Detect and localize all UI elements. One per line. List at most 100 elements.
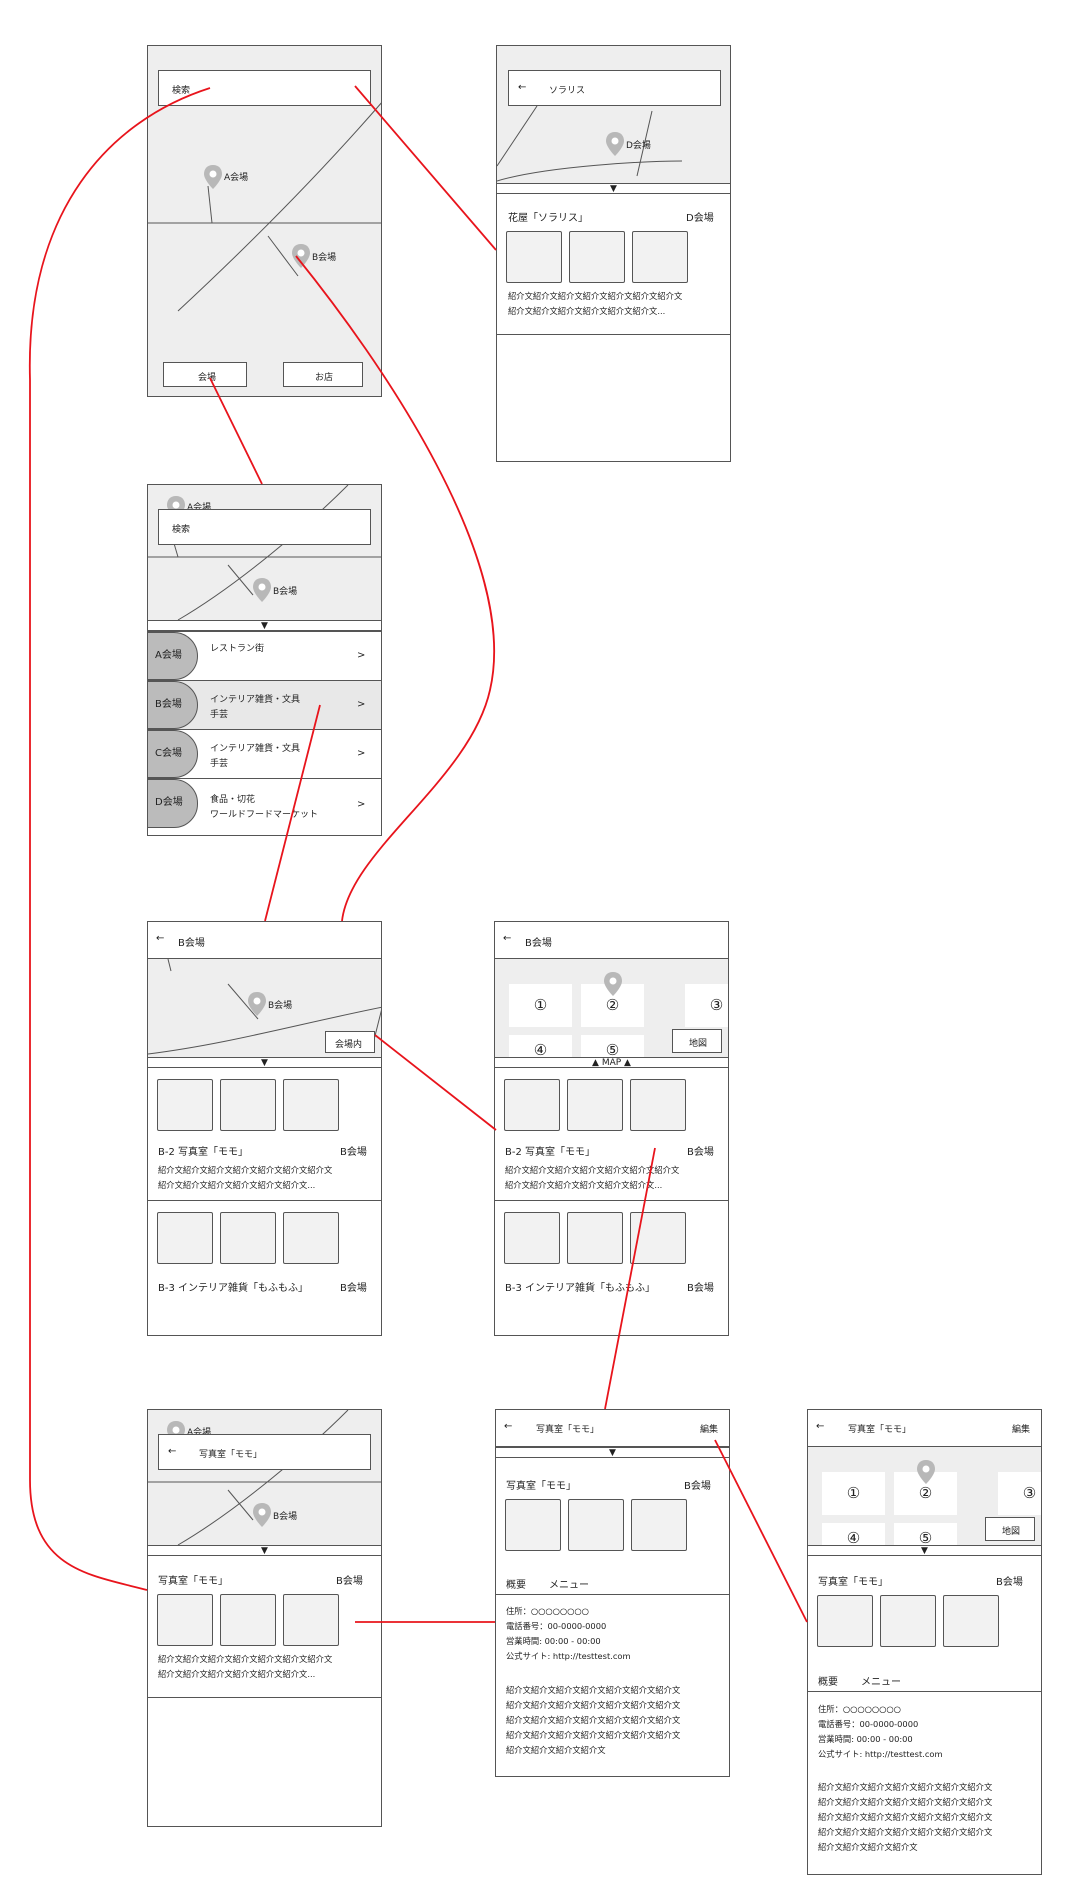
header: ← B会場 bbox=[495, 922, 728, 959]
header-title: ソラリス bbox=[549, 86, 586, 96]
map-roads bbox=[497, 105, 683, 182]
photo-thumbnail[interactable] bbox=[220, 1594, 276, 1646]
venue-inside-button[interactable]: 会場内 bbox=[325, 1031, 375, 1053]
photo-thumbnail[interactable] bbox=[817, 1595, 873, 1647]
list-item-venue-c[interactable]: C会場 インテリア雑貨・文具 手芸 > bbox=[148, 729, 381, 778]
divider bbox=[148, 1200, 381, 1201]
collapse-arrow-bar[interactable]: ▼ bbox=[148, 1545, 381, 1556]
shop-description: 紹介文紹介文紹介文紹介文紹介文紹介文紹介文 bbox=[508, 291, 683, 301]
list-item-venue-d[interactable]: D会場 食品・切花 ワールドフードマーケット > bbox=[148, 778, 381, 835]
back-icon[interactable]: ← bbox=[168, 1446, 177, 1457]
photo-thumbnail[interactable] bbox=[630, 1212, 686, 1264]
website-link[interactable]: 公式サイト: http://testtest.com bbox=[818, 1749, 943, 1759]
header-search-bar[interactable]: ← ソラリス bbox=[508, 70, 721, 106]
pin-label-b: B会場 bbox=[268, 1001, 293, 1011]
long-description: 紹介文紹介文紹介文紹介文紹介文紹介文紹介文 bbox=[818, 1797, 993, 1807]
photo-thumbnail[interactable] bbox=[157, 1079, 213, 1131]
long-description: 紹介文紹介文紹介文紹介文紹介文紹介文紹介文 bbox=[818, 1827, 993, 1837]
photo-thumbnail[interactable] bbox=[630, 1079, 686, 1131]
phone-text: 電話番号：00-0000-0000 bbox=[818, 1719, 919, 1729]
photo-thumbnail[interactable] bbox=[283, 1594, 339, 1646]
photo-thumbnail[interactable] bbox=[220, 1212, 276, 1264]
search-placeholder: 検索 bbox=[172, 525, 191, 535]
photo-thumbnail[interactable] bbox=[632, 231, 688, 283]
shop-button[interactable]: お店 bbox=[283, 362, 363, 387]
photo-thumbnail[interactable] bbox=[283, 1079, 339, 1131]
tab-menu[interactable]: メニュー bbox=[549, 1580, 589, 1591]
item-venue: B会場 bbox=[687, 1147, 714, 1158]
floor-cell[interactable]: ④ bbox=[509, 1035, 572, 1058]
back-icon[interactable]: ← bbox=[504, 1421, 513, 1432]
photo-thumbnail[interactable] bbox=[569, 231, 625, 283]
photo-thumbnail[interactable] bbox=[506, 231, 562, 283]
pin-label-b: B会場 bbox=[312, 253, 337, 263]
item-name: B-3 インテリア雑貨「もふもふ」 bbox=[505, 1283, 656, 1294]
venue-tag: B会場 bbox=[148, 681, 198, 729]
search-input[interactable]: 検索 bbox=[158, 70, 371, 106]
back-icon[interactable]: ← bbox=[503, 933, 512, 944]
list-item-venue-b[interactable]: B会場 インテリア雑貨・文具 手芸 > bbox=[148, 680, 381, 729]
list-item-venue-a[interactable]: A会場 レストラン街 > bbox=[148, 631, 381, 680]
tab-menu[interactable]: メニュー bbox=[861, 1677, 901, 1688]
floor-cell[interactable]: ④ bbox=[822, 1523, 885, 1546]
long-description: 紹介文紹介文紹介文紹介文紹介文紹介文紹介文 bbox=[506, 1730, 681, 1740]
address-text: 住所：○○○○○○○○ bbox=[818, 1704, 901, 1714]
chevron-right-icon: > bbox=[357, 650, 366, 661]
map-area[interactable] bbox=[497, 46, 730, 184]
shop-venue: B会場 bbox=[996, 1577, 1023, 1588]
screen-venue-list: A会場 検索 B会場 ▼ A会場 レストラン街 > B会場 インテリア雑貨・文具… bbox=[147, 484, 382, 836]
photo-thumbnail[interactable] bbox=[631, 1499, 687, 1551]
photo-thumbnail[interactable] bbox=[943, 1595, 999, 1647]
divider bbox=[497, 334, 730, 335]
back-icon[interactable]: ← bbox=[816, 1421, 825, 1432]
floor-cell[interactable]: ① bbox=[509, 984, 572, 1027]
item-name: B-2 写真室「モモ」 bbox=[158, 1147, 249, 1158]
tab-overview[interactable]: 概要 bbox=[818, 1677, 838, 1688]
divider bbox=[495, 1200, 728, 1201]
back-icon[interactable]: ← bbox=[156, 933, 165, 944]
floor-cell[interactable]: ⑤ bbox=[894, 1523, 957, 1546]
map-pin-icon bbox=[204, 165, 222, 189]
photo-thumbnail[interactable] bbox=[880, 1595, 936, 1647]
search-input[interactable]: 検索 bbox=[158, 509, 371, 545]
map-pin-icon bbox=[604, 972, 622, 996]
photo-thumbnail[interactable] bbox=[504, 1212, 560, 1264]
photo-thumbnail[interactable] bbox=[220, 1079, 276, 1131]
map-button[interactable]: 地図 bbox=[672, 1029, 722, 1053]
shop-name: 写真室「モモ」 bbox=[506, 1481, 576, 1492]
floor-map[interactable]: ① ② ③ ④ ⑤ bbox=[495, 959, 728, 1058]
photo-thumbnail[interactable] bbox=[157, 1594, 213, 1646]
tab-overview[interactable]: 概要 bbox=[506, 1580, 526, 1591]
header-search-bar[interactable]: ← 写真室「モモ」 bbox=[158, 1434, 371, 1470]
screen-venue-b-floor: ← B会場 ① ② ③ ④ ⑤ 地図 ▲ MAP ▲ B-2 写真室「モモ」 B… bbox=[494, 921, 729, 1336]
venue-button[interactable]: 会場 bbox=[163, 362, 247, 387]
photo-thumbnail[interactable] bbox=[505, 1499, 561, 1551]
collapse-arrow-bar[interactable]: ▼ bbox=[808, 1545, 1041, 1556]
photo-thumbnail[interactable] bbox=[157, 1212, 213, 1264]
shop-description: 紹介文紹介文紹介文紹介文紹介文紹介文... bbox=[158, 1669, 316, 1679]
floor-cell[interactable]: ⑤ bbox=[581, 1035, 644, 1058]
floor-cell[interactable]: ③ bbox=[685, 984, 728, 1027]
shop-venue: B会場 bbox=[336, 1576, 363, 1587]
collapse-arrow-bar[interactable]: ▼ bbox=[148, 620, 381, 631]
photo-thumbnail[interactable] bbox=[568, 1499, 624, 1551]
photo-thumbnail[interactable] bbox=[567, 1079, 623, 1131]
edit-button[interactable]: 編集 bbox=[1012, 1425, 1031, 1435]
venue-tag: D会場 bbox=[148, 779, 198, 828]
floor-cell[interactable]: ③ bbox=[998, 1472, 1041, 1515]
floor-cell[interactable]: ① bbox=[822, 1472, 885, 1515]
map-toggle-bar[interactable]: ▲ MAP ▲ bbox=[495, 1057, 728, 1068]
map-button[interactable]: 地図 bbox=[985, 1517, 1035, 1541]
back-icon[interactable]: ← bbox=[518, 82, 527, 93]
item-description: 紹介文紹介文紹介文紹介文紹介文紹介文... bbox=[505, 1180, 663, 1190]
header: ← 写真室「モモ」 編集 bbox=[496, 1410, 729, 1447]
edit-button[interactable]: 編集 bbox=[700, 1425, 719, 1435]
photo-thumbnail[interactable] bbox=[567, 1212, 623, 1264]
map-pin-icon bbox=[292, 244, 310, 268]
collapse-arrow-bar[interactable]: ▼ bbox=[497, 183, 730, 194]
photo-thumbnail[interactable] bbox=[504, 1079, 560, 1131]
website-link[interactable]: 公式サイト: http://testtest.com bbox=[506, 1651, 631, 1661]
expand-arrow-bar[interactable]: ▼ bbox=[496, 1447, 729, 1458]
collapse-arrow-bar[interactable]: ▼ bbox=[148, 1057, 381, 1068]
photo-thumbnail[interactable] bbox=[283, 1212, 339, 1264]
